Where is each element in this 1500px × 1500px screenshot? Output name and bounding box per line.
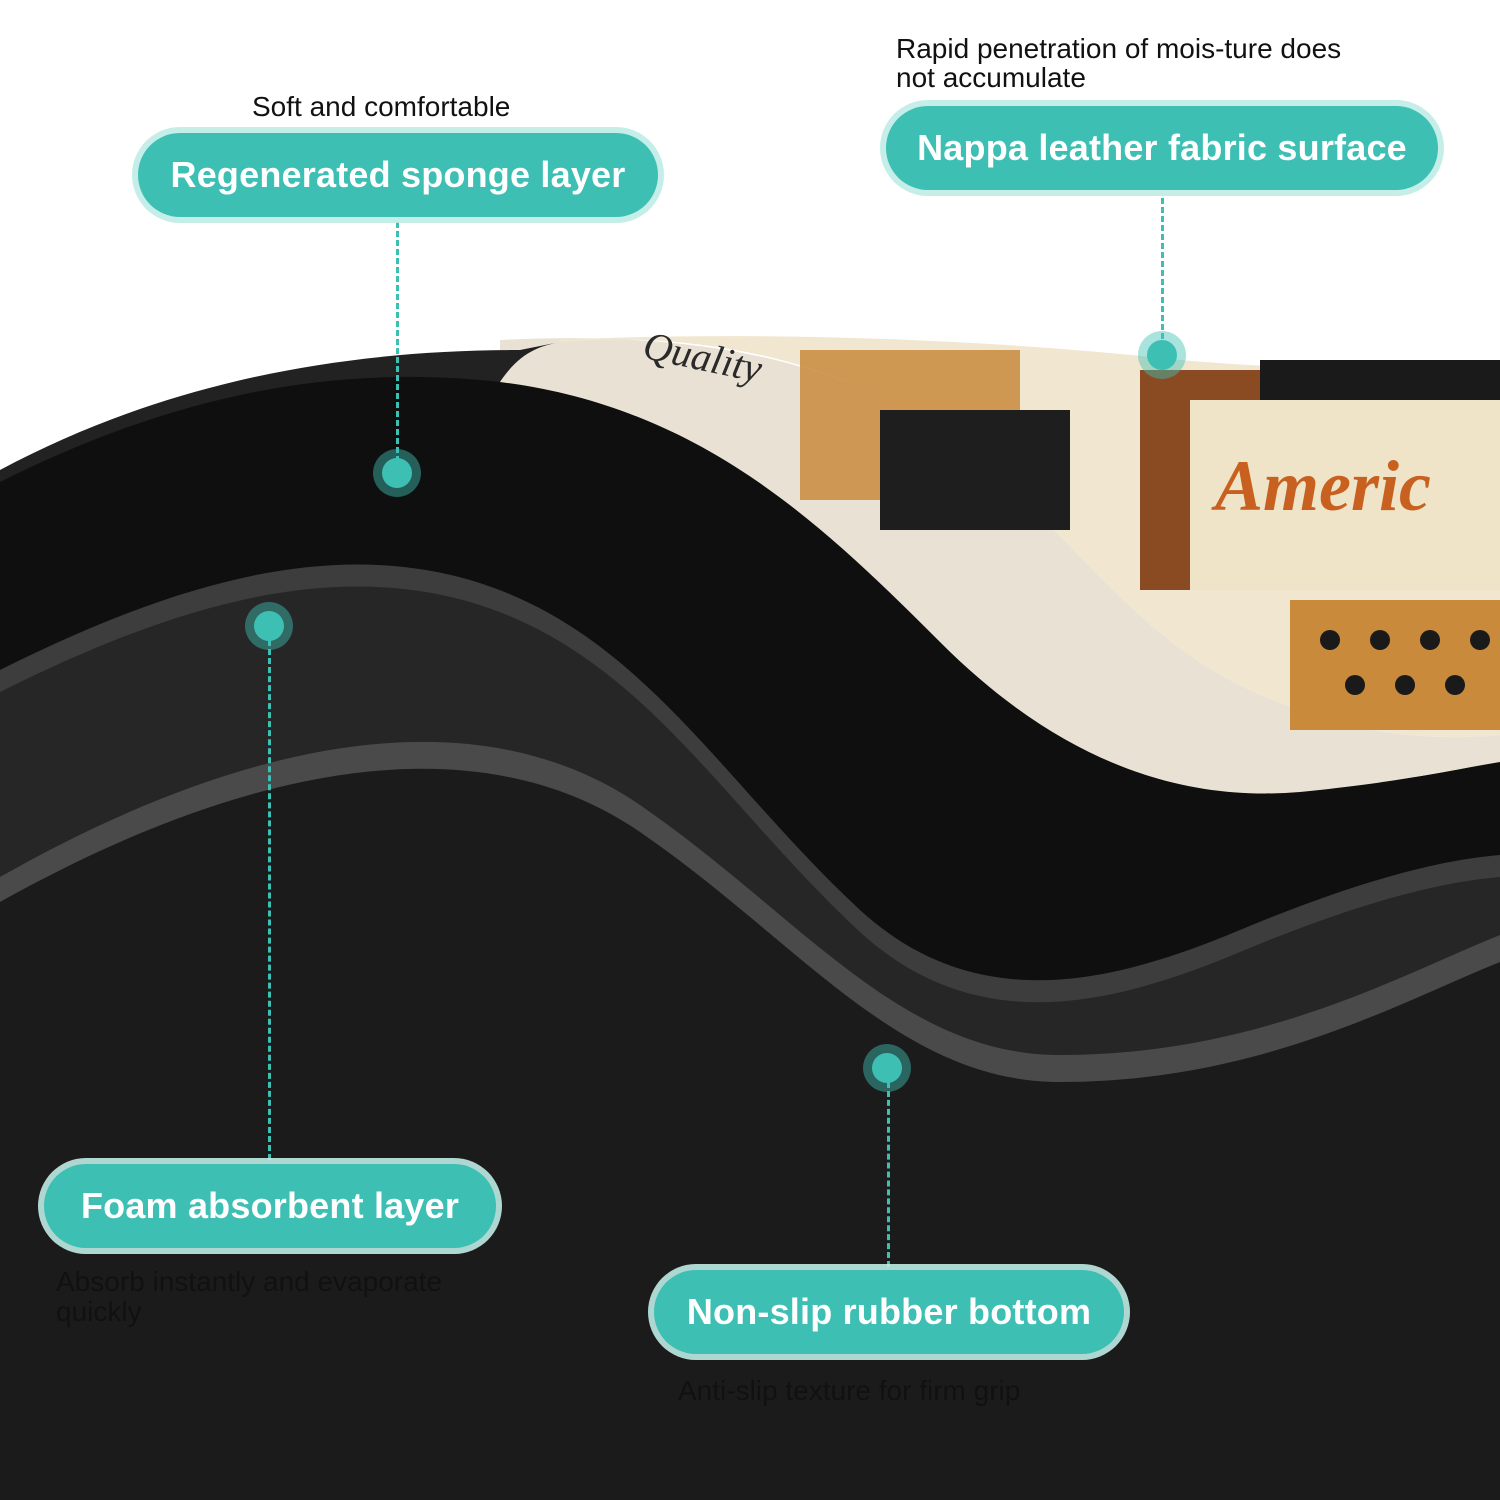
nappa-caption-line-2: not accumulate — [896, 62, 1086, 93]
sponge-layer — [0, 374, 1500, 981]
foam-top-edge — [0, 562, 1500, 1003]
layer-dot-icon — [1147, 340, 1177, 370]
connector-rubber — [887, 1082, 890, 1267]
rubber-bottom-layer — [0, 766, 1500, 1500]
layer-dot-icon — [254, 611, 284, 641]
tile-black — [880, 410, 1070, 530]
nappa-caption-line-1: Rapid penetration of mois-ture does — [896, 33, 1342, 64]
foam-layer — [0, 584, 1500, 1055]
layer-dot-icon — [382, 458, 412, 488]
layer-dot-icon — [872, 1053, 902, 1083]
foam-caption-line-2: quickly — [56, 1296, 142, 1327]
rubber-caption: Anti-slip texture for firm grip — [678, 1375, 1021, 1406]
nappa-label: Nappa leather fabric surface — [886, 106, 1438, 190]
sponge-caption: Soft and comfortable — [252, 91, 511, 122]
surface-rim — [500, 338, 1500, 794]
tile-black-right — [1260, 360, 1500, 400]
connector-sponge — [396, 222, 399, 462]
mat-back-top — [0, 342, 560, 482]
foam-caption-line-1: Absorb instantly and evaporate — [56, 1266, 443, 1297]
sponge-label: Regenerated sponge layer — [138, 133, 658, 217]
foam-label: Foam absorbent layer — [44, 1164, 496, 1248]
tile-pattern — [1290, 600, 1500, 730]
tile-quatrefoil-pattern — [1320, 630, 1490, 695]
print-word-main: Americ — [1211, 446, 1431, 526]
rubber-label: Non-slip rubber bottom — [654, 1270, 1124, 1354]
tile-cream — [1190, 400, 1500, 590]
rubber-edge-highlight — [0, 736, 1500, 1082]
connector-nappa — [1161, 198, 1164, 348]
connector-foam — [268, 640, 271, 1160]
